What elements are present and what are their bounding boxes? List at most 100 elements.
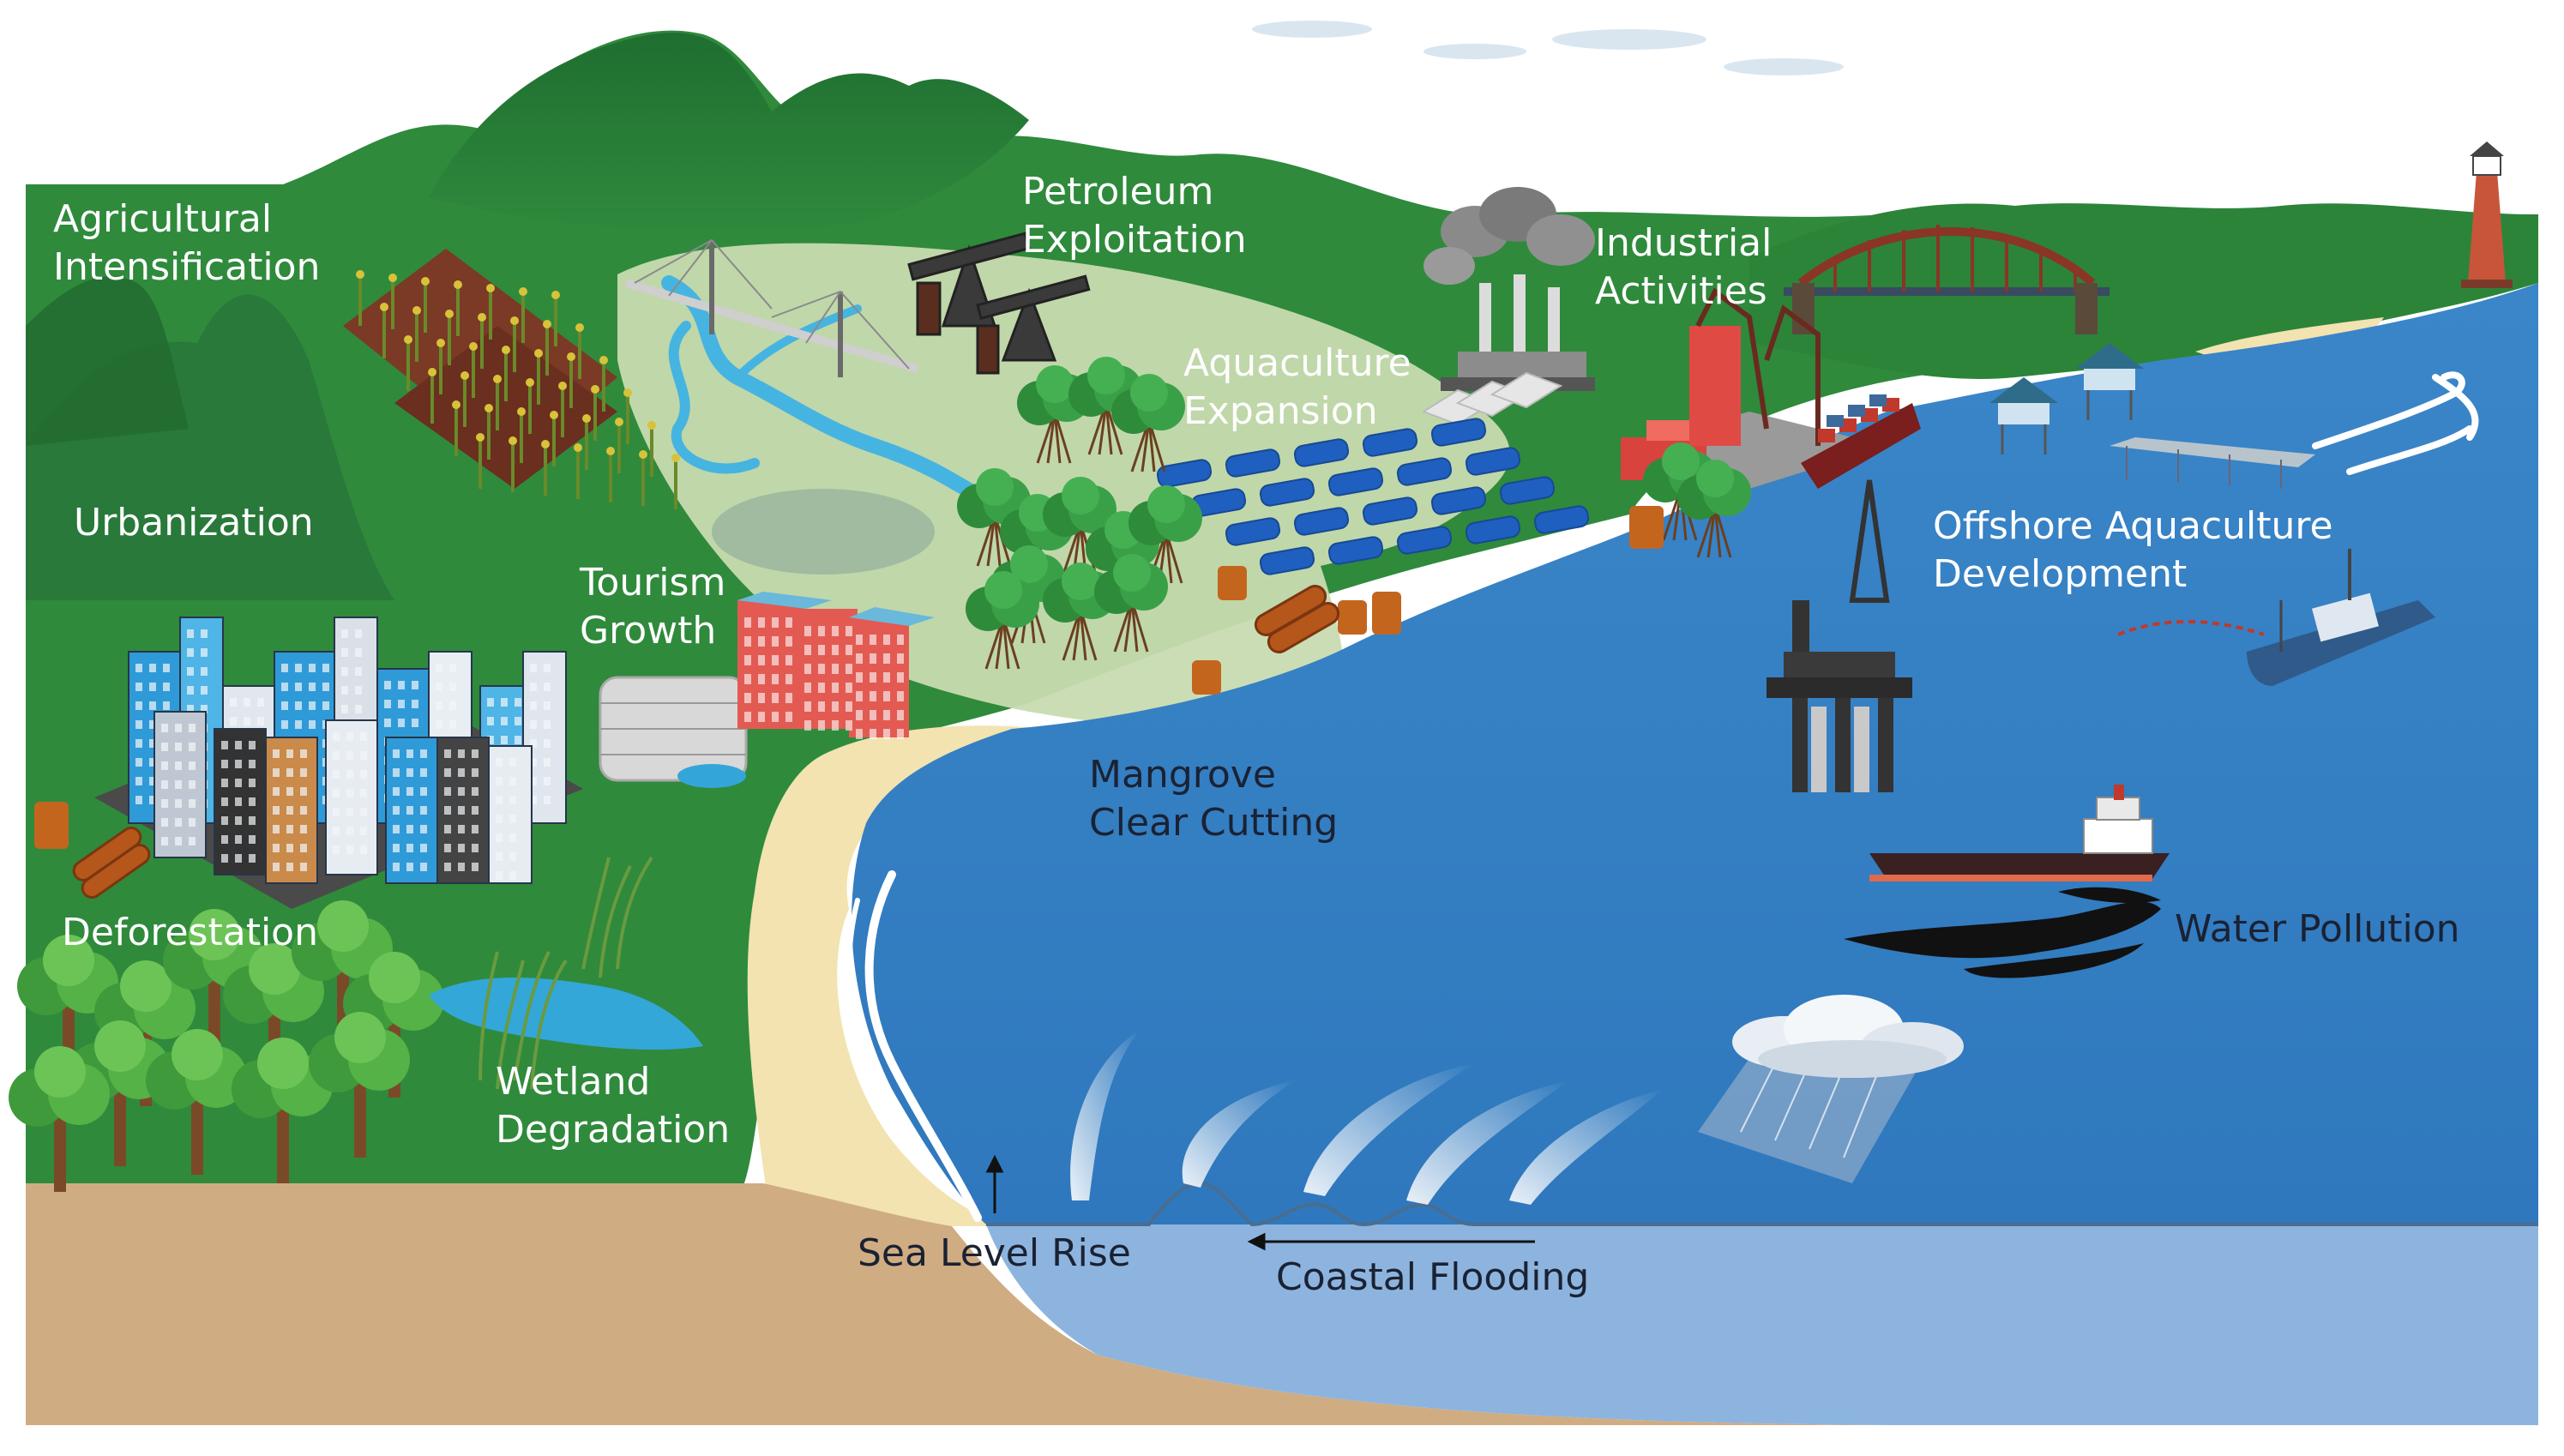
hotel-window [846, 701, 852, 712]
hotel-window [846, 664, 852, 674]
corn-tassel [517, 407, 526, 416]
hotel-window [772, 636, 779, 647]
corn-tassel [509, 436, 517, 445]
hotel-window [883, 710, 890, 720]
corn-tassel [534, 349, 543, 358]
cargo-port-icon [1621, 287, 1921, 489]
corn-tassel [493, 375, 502, 383]
greenhouses-icon [1421, 371, 1563, 426]
label-coastal-flooding: Coastal Flooding [1276, 1255, 1589, 1299]
hotel-window [785, 636, 792, 647]
corn-tassel [404, 335, 412, 344]
city-buildings-icon [94, 617, 583, 909]
city-building [265, 737, 318, 884]
hotel-window [897, 653, 904, 664]
hotel-window [772, 617, 779, 628]
hotel-window [846, 720, 852, 731]
mangrove-trees-icon [957, 357, 1751, 670]
corn-tassel [567, 352, 575, 361]
corn-tassel [476, 433, 485, 442]
hotel-window [870, 710, 876, 720]
forest-trees-icon [9, 900, 444, 1192]
hotel-window [785, 617, 792, 628]
corn-tassel [599, 356, 608, 364]
corn-tassel [639, 450, 647, 459]
mangrove-tree [1677, 460, 1751, 558]
hotel-window [856, 691, 863, 701]
label-petroleum-exploitation: Petroleum Exploitation [1022, 170, 1247, 262]
forest-tree [146, 1029, 247, 1175]
hotel-window [832, 626, 839, 636]
corn-tassel [380, 303, 388, 311]
aquaculture-pond [1396, 457, 1453, 486]
hotel-window [897, 672, 904, 683]
sea-level-rise-arrow [985, 1154, 1004, 1213]
coastal-flooding-arrow [1247, 1232, 1535, 1251]
mangrove-tree [1094, 554, 1168, 653]
hotel-window [818, 645, 825, 655]
hotel-window [883, 691, 890, 701]
hotel-window [758, 655, 765, 665]
city-building [214, 728, 267, 875]
aquaculture-pond [1430, 486, 1487, 515]
hotel-window [758, 636, 765, 647]
surf [846, 870, 982, 1222]
hotel-window [744, 674, 751, 684]
aquaculture-pond [1293, 438, 1350, 467]
hotel-window [870, 653, 876, 664]
hotel-window [804, 683, 811, 693]
aquaculture-pond [1430, 418, 1487, 447]
corn-tassel [388, 274, 397, 282]
city-building [385, 737, 438, 884]
hotel-window [832, 701, 839, 712]
hotel-window [785, 712, 792, 722]
pumpjack-icon [907, 232, 1091, 375]
hotel-window [772, 655, 779, 665]
hotel-window [785, 655, 792, 665]
hotel-window [870, 691, 876, 701]
aquaculture-pond [1259, 478, 1315, 507]
corn-tassel [526, 378, 534, 387]
corn-tassel [558, 382, 567, 390]
label-sea-level-rise: Sea Level Rise [858, 1231, 1131, 1275]
corn-tassel [486, 284, 495, 292]
aquaculture-pond [1327, 536, 1384, 565]
hotel-window [818, 626, 825, 636]
hotel-window [856, 653, 863, 664]
corn-tassel [510, 316, 519, 325]
forest-tree [309, 1012, 410, 1158]
corn-tassel [469, 342, 478, 351]
corn-tassel [421, 277, 430, 286]
hotel-window [832, 664, 839, 674]
hotel-window [897, 710, 904, 720]
aquaculture-pond [1465, 447, 1521, 476]
wetland-water [429, 978, 703, 1050]
hotel-window [804, 664, 811, 674]
hotel-window [804, 645, 811, 655]
hotel-window [818, 720, 825, 731]
cornfield-icon [343, 249, 680, 509]
city-building [153, 711, 207, 858]
labels: Agricultural Intensification Petroleum E… [53, 170, 2460, 1299]
hotel-window [818, 683, 825, 693]
label-industrial-activities: Industrial Activities [1595, 221, 1784, 313]
hotel-window [832, 720, 839, 731]
hotel-window [785, 693, 792, 703]
corn-tassel [623, 388, 632, 397]
hotel-window [883, 672, 890, 683]
mangrove-tree [1068, 357, 1142, 455]
hotel-window [846, 626, 852, 636]
tree-stump-icon [34, 506, 1664, 849]
corn-tassel [541, 440, 550, 448]
hotel-icon [599, 592, 935, 788]
tanker-ship-icon [1869, 785, 2170, 881]
aquaculture-pond [1225, 448, 1281, 478]
hotel-window [870, 729, 876, 739]
hotel-window [897, 691, 904, 701]
hotel-window [758, 693, 765, 703]
mangrove-tree [1129, 485, 1202, 584]
hotel-window [883, 635, 890, 645]
corn-tassel [519, 287, 527, 296]
hotel-window [818, 664, 825, 674]
mangrove-tree [1111, 374, 1185, 472]
